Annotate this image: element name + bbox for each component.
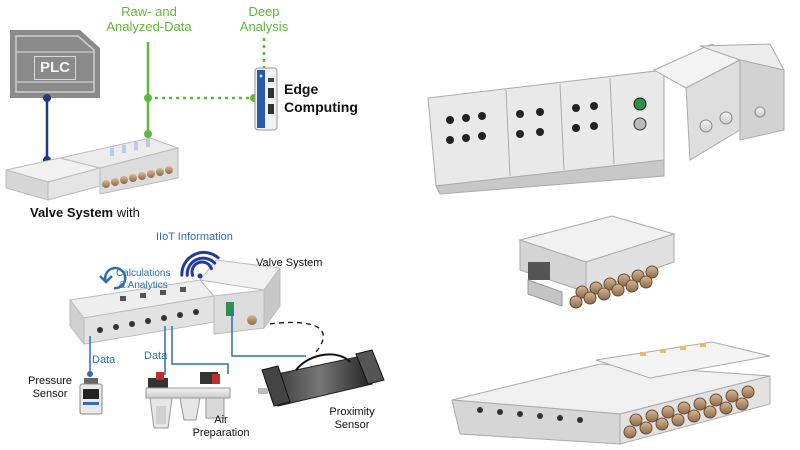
iiot-information-label: IIoT Information	[156, 231, 233, 243]
air-preparation-unit	[145, 372, 231, 429]
edge-computing-label: Edge Computing	[284, 80, 358, 116]
proximity-sensor-cylinder	[258, 349, 385, 407]
deep-analysis-label-line1: Deep	[248, 4, 280, 19]
calculations-label-line2: & Analytics	[118, 280, 168, 291]
data-line-proximity	[231, 310, 324, 357]
data-label-middle: Data	[144, 350, 168, 362]
proximity-sensor-label: Proximity Sensor	[322, 406, 382, 432]
valve-system-bottom	[451, 341, 771, 445]
valve-system-iiot	[69, 259, 281, 346]
air-preparation-label-line2: Preparation	[192, 427, 250, 439]
data-label-left: Data	[92, 354, 116, 366]
plc-connection-line	[43, 94, 51, 164]
pressure-sensor	[79, 378, 103, 415]
pressure-sensor-label-line1: Pressure	[28, 375, 73, 387]
plc-label: PLC	[34, 56, 76, 80]
valve-system-large	[427, 43, 785, 195]
refresh-icon	[99, 266, 127, 290]
valve-system-small	[5, 137, 180, 201]
edge-computing-device	[254, 67, 278, 131]
raw-data-label-line1: Raw- and	[121, 4, 177, 19]
proximity-sensor-label-line2: Sensor	[334, 419, 370, 431]
proximity-sensor-label-line1: Proximity	[329, 406, 375, 418]
edge-computing-label-line2: Computing	[284, 99, 358, 115]
raw-data-line	[144, 42, 258, 138]
data-line-pressure	[87, 336, 93, 377]
valve-system-with-bold: Valve System	[30, 205, 114, 220]
air-preparation-label-line1: Air	[214, 414, 228, 426]
air-preparation-label: Air Preparation	[186, 414, 256, 440]
calculations-label-line1: Calculations	[116, 268, 171, 279]
edge-computing-label-line1: Edge	[284, 81, 319, 97]
plc-unit	[10, 30, 100, 98]
raw-data-label: Raw- and Analyzed-Data	[94, 4, 204, 34]
pressure-sensor-label: Pressure Sensor	[28, 375, 72, 401]
valve-system-label: Valve System	[256, 257, 323, 269]
valve-system-medium	[518, 215, 676, 309]
valve-system-with-label: Valve System with	[30, 205, 140, 221]
pressure-sensor-label-line2: Sensor	[32, 388, 68, 400]
deep-analysis-label-line2: Analysis	[239, 19, 289, 34]
raw-data-label-line2: Analyzed-Data	[106, 19, 192, 34]
valve-system-with-rest: with	[113, 205, 140, 220]
wifi-icon	[180, 250, 220, 279]
deep-analysis-label: Deep Analysis	[228, 4, 300, 34]
calculations-label: Calculations & Analytics	[116, 268, 170, 292]
